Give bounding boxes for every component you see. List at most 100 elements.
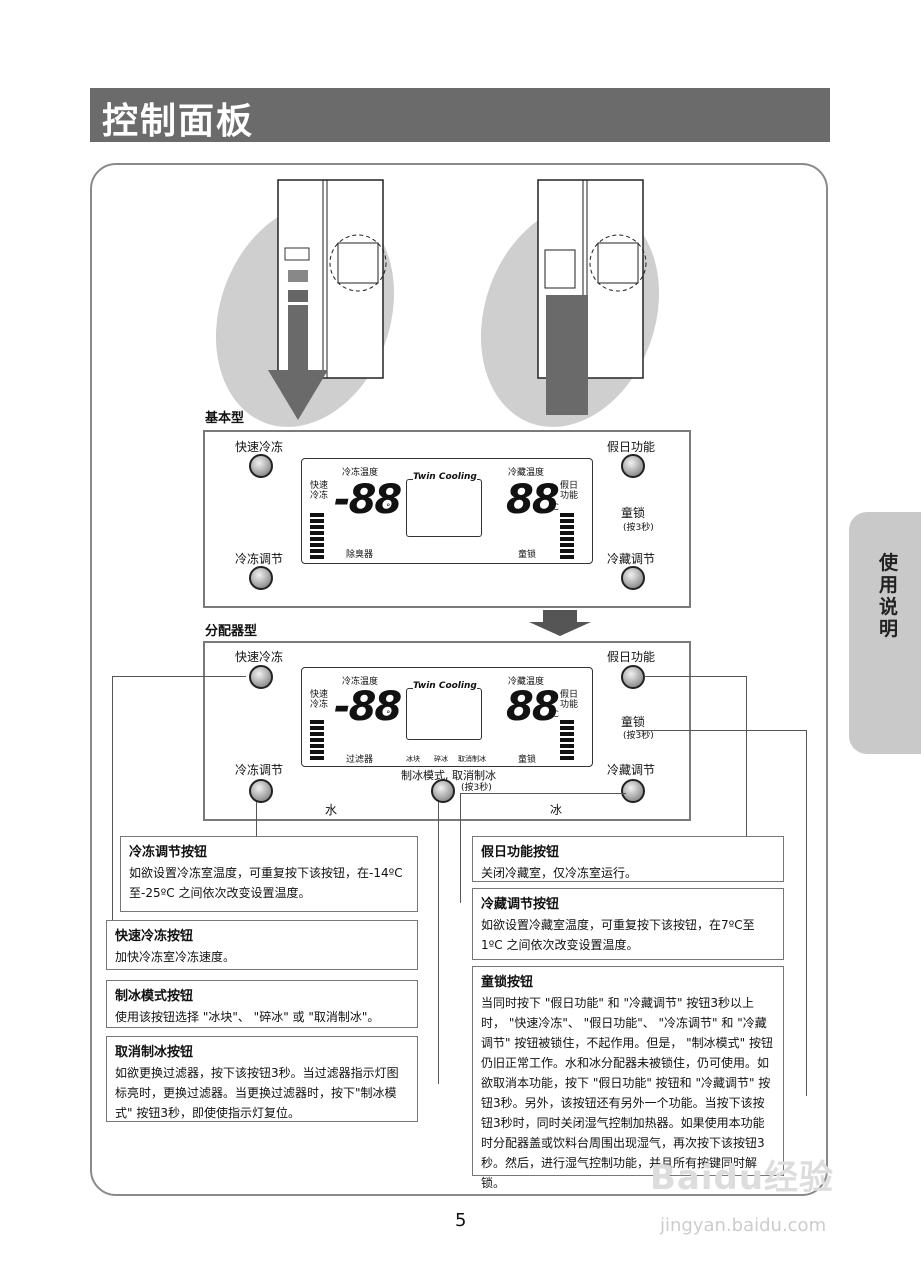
connector-line: [112, 676, 246, 677]
disp-lcd-bars-left: [310, 720, 324, 762]
basic-panel: 快速冷冻 冷冻调节 假日功能 童锁 (按3秒) 冷藏调节 快速冷冻 冷冻温度 -…: [203, 430, 691, 608]
note-holiday: 假日功能按钮 关闭冷藏室，仅冷冻室运行。: [472, 836, 784, 882]
disp-lcd-unit-1: °C: [386, 710, 397, 720]
basic-lcd-freezer-digits: -88: [334, 477, 402, 523]
note-holiday-title: 假日功能按钮: [481, 845, 560, 860]
basic-lcd-fridge-digits: 88: [506, 477, 560, 523]
connector-line: [460, 793, 626, 794]
basic-fast-freeze-button[interactable]: [249, 454, 273, 478]
note-cancel-ice-text: 如欲更换过滤器，按下该按钮3秒。当过滤器指示灯图标亮时，更换过滤器。当更换过滤器…: [115, 1066, 399, 1120]
disp-lcd-bars-right: [560, 720, 574, 762]
disp-lcd-cancel: 取消制冰: [458, 755, 486, 763]
disp-lcd-filter: 过滤器: [346, 755, 374, 765]
connector-line: [644, 676, 746, 677]
disp-child-lock-hint: (按3秒): [623, 731, 654, 741]
page-number: 5: [455, 1210, 467, 1231]
note-holiday-text: 关闭冷藏室，仅冷冻室运行。: [481, 866, 638, 880]
note-ice-mode: 制冰模式按钮 使用该按钮选择 "冰块"、 "碎冰" 或 "取消制冰"。: [106, 980, 418, 1028]
note-fast-freeze-text: 加快冷冻室冷冻速度。: [115, 950, 236, 964]
note-cancel-ice: 取消制冰按钮 如欲更换过滤器，按下该按钮3秒。当过滤器指示灯图标亮时，更换过滤器…: [106, 1036, 418, 1122]
disp-holiday-label: 假日功能: [607, 650, 656, 664]
disp-freeze-adjust-label: 冷冻调节: [235, 763, 284, 777]
connector-line: [746, 676, 747, 836]
basic-fast-freeze-label: 快速冷冻: [235, 440, 284, 454]
disp-ice-mode-label: 制冰模式, 取消制冰: [401, 769, 496, 782]
dispenser-type-label: 分配器型: [205, 624, 258, 639]
basic-lcd-bars-left: [310, 513, 324, 561]
connector-line: [636, 730, 806, 731]
disp-lcd-ice-cube: 冰块: [406, 755, 420, 763]
disp-twin-box: Twin Cooling: [406, 681, 482, 740]
note-fast-freeze: 快速冷冻按钮 加快冷冻室冷冻速度。: [106, 920, 418, 970]
basic-lcd-bars-right: [560, 513, 574, 561]
disp-child-lock-label: 童锁: [621, 715, 646, 729]
note-child-lock: 童锁按钮 当同时按下 "假日功能" 和 "冷藏调节" 按钮3秒以上时， "快速冷…: [472, 966, 784, 1190]
disp-ice-mode-button[interactable]: [431, 779, 455, 803]
basic-lcd-twin: Twin Cooling: [413, 472, 477, 482]
watermark-logo: Baidu经验: [650, 1158, 835, 1198]
dispenser-panel: 快速冷冻 冷冻调节 假日功能 童锁 (按3秒) 冷藏调节 制冰模式, 取消制冰 …: [203, 641, 691, 821]
basic-freeze-adjust-label: 冷冻调节: [235, 552, 284, 566]
note-fridge-adjust-title: 冷藏调节按钮: [481, 897, 560, 912]
note-cancel-ice-title: 取消制冰按钮: [115, 1045, 194, 1060]
connector-line: [460, 793, 461, 903]
watermark-url: jingyan.baidu.com: [660, 1215, 827, 1236]
disp-holiday-button[interactable]: [621, 665, 645, 689]
disp-lcd-freezer-temp: 冷冻温度: [342, 677, 379, 687]
basic-lcd-unit-2: °C: [548, 503, 559, 513]
title-bar: 控制面板: [90, 88, 830, 142]
basic-lcd-deodorizer: 除臭器: [346, 550, 374, 560]
disp-ice-label: 冰: [550, 803, 563, 817]
page-title: 控制面板: [102, 101, 255, 142]
basic-twin-box: Twin Cooling: [406, 472, 482, 537]
content-frame: [90, 163, 828, 1196]
note-child-lock-title: 童锁按钮: [481, 975, 534, 990]
basic-freeze-adjust-button[interactable]: [249, 566, 273, 590]
note-ice-mode-title: 制冰模式按钮: [115, 989, 194, 1004]
basic-holiday-label: 假日功能: [607, 440, 656, 454]
note-fridge-adjust: 冷藏调节按钮 如欲设置冷藏室温度，可重复按下该按钮，在7ºC至1ºC 之间依次改…: [472, 888, 784, 960]
basic-lcd-holiday: 假日功能: [560, 481, 579, 501]
disp-lcd-fast: 快速冷冻: [310, 690, 329, 710]
note-freeze-adjust: 冷冻调节按钮 如欲设置冷冻室温度，可重复按下该按钮，在-14ºC 至-25ºC …: [120, 836, 418, 912]
basic-lcd: 快速冷冻 冷冻温度 -88 °C 除臭器 Twin Cooling 冷藏温度 8…: [301, 458, 593, 564]
connector-line: [256, 802, 257, 836]
note-fridge-adjust-text: 如欲设置冷藏室温度，可重复按下该按钮，在7ºC至1ºC 之间依次改变设置温度。: [481, 918, 755, 952]
fridge-illustrations: [215, 179, 660, 427]
down-arrow-icon: [529, 610, 591, 636]
disp-ice-mode-hint: (按3秒): [461, 783, 492, 793]
note-freeze-adjust-title: 冷冻调节按钮: [129, 845, 208, 860]
connector-line: [806, 730, 807, 1096]
note-child-lock-text: 当同时按下 "假日功能" 和 "冷藏调节" 按钮3秒以上时， "快速冷冻"、 "…: [481, 996, 774, 1190]
basic-fridge-adjust-button[interactable]: [621, 566, 645, 590]
basic-lcd-fast: 快速冷冻: [310, 481, 329, 501]
disp-fast-freeze-label: 快速冷冻: [235, 650, 284, 664]
note-freeze-adjust-text: 如欲设置冷冻室温度，可重复按下该按钮，在-14ºC 至-25ºC 之间依次改变设…: [129, 866, 403, 900]
note-ice-mode-text: 使用该按钮选择 "冰块"、 "碎冰" 或 "取消制冰"。: [115, 1010, 380, 1024]
basic-lcd-unit-1: °C: [386, 503, 397, 513]
basic-child-lock-hint: (按3秒): [623, 523, 654, 533]
disp-lcd-twin: Twin Cooling: [413, 681, 477, 691]
basic-fridge-adjust-label: 冷藏调节: [607, 552, 656, 566]
note-fast-freeze-title: 快速冷冻按钮: [115, 929, 194, 944]
disp-lcd-holiday: 假日功能: [560, 690, 579, 710]
side-tab-label: 使用说明: [879, 552, 899, 640]
basic-child-lock-label: 童锁: [621, 506, 646, 520]
disp-lcd-unit-2: °C: [548, 710, 559, 720]
connector-line: [438, 802, 439, 1084]
side-tab: 使用说明: [849, 512, 921, 754]
basic-lcd-lock: 童锁: [518, 550, 537, 560]
disp-fast-freeze-button[interactable]: [249, 665, 273, 689]
basic-lcd-freezer-temp: 冷冻温度: [342, 468, 379, 478]
disp-lcd-crushed: 碎冰: [434, 755, 448, 763]
disp-fridge-adjust-button[interactable]: [621, 779, 645, 803]
disp-lcd: 快速冷冻 冷冻温度 -88 °C 过滤器 Twin Cooling 冰块 碎冰 …: [301, 667, 593, 767]
disp-lcd-freezer-digits: -88: [334, 684, 402, 730]
disp-lcd-lock: 童锁: [518, 755, 537, 765]
basic-lcd-fridge-temp: 冷藏温度: [508, 468, 545, 478]
basic-holiday-button[interactable]: [621, 454, 645, 478]
basic-type-label: 基本型: [205, 411, 245, 426]
disp-freeze-adjust-button[interactable]: [249, 779, 273, 803]
connector-line: [112, 676, 113, 920]
disp-fridge-adjust-label: 冷藏调节: [607, 763, 656, 777]
